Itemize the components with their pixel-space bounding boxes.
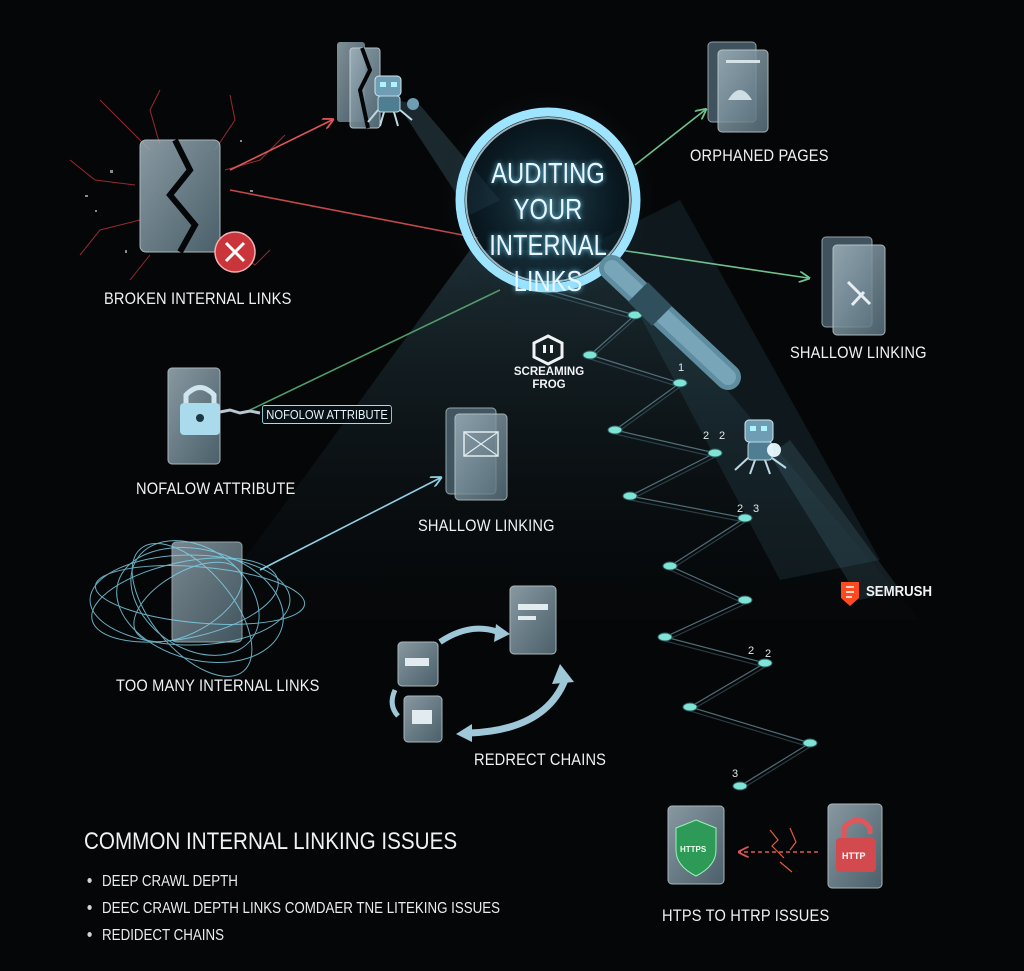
orphaned-page-icon <box>707 41 769 133</box>
bullet-icon <box>87 905 92 910</box>
path-number: 3 <box>753 503 760 515</box>
title-line-1: AUDITING <box>491 158 605 190</box>
tangled-links-icon <box>89 540 306 677</box>
error-x-icon <box>214 231 256 273</box>
title-line-2: YOUR INTERNAL <box>489 194 607 262</box>
crawler-robot-right <box>734 419 900 600</box>
common-issues-heading: COMMON INTERNAL LINKING ISSUES <box>84 828 458 855</box>
issue-text: DEEP CRAWL DEPTH <box>102 873 238 890</box>
nofollow-badge: NOFOLOW ATTRIBUTE <box>262 405 393 424</box>
path-number: 2 <box>765 648 772 660</box>
issue-text: REDIDECT CHAINS <box>102 927 225 944</box>
shallow-page-right-icon <box>821 236 886 336</box>
label-redirect-chains: REDRECT CHAINS <box>474 750 607 769</box>
common-issues-panel: COMMON INTERNAL LINKING ISSUES DEEP CRAW… <box>84 828 568 949</box>
list-item: DEEP CRAWL DEPTH <box>84 868 500 895</box>
semrush-logo-icon <box>841 582 859 606</box>
common-issues-list: DEEP CRAWL DEPTH DEEC CRAWL DEPTH LINKS … <box>84 868 568 949</box>
screaming-frog-logo-icon <box>532 334 564 366</box>
link-to-magnifier-red <box>229 189 479 239</box>
label-orphaned-pages: ORPHANED PAGES <box>690 146 829 165</box>
nofollow-page-icon <box>167 367 261 465</box>
path-number: 1 <box>678 362 685 374</box>
link-to-magnifier-green <box>249 289 501 411</box>
http-lock-label: HTTP <box>842 851 866 861</box>
https-page-icon <box>667 805 725 885</box>
link-to-shallow-right <box>619 249 808 278</box>
label-shallow-linking-right: SHALLOW LINKING <box>790 343 927 362</box>
label-broken-internal-links: BROKEN INTERNAL LINKS <box>104 289 292 308</box>
issue-text: DEEC CRAWL DEPTH LINKS COMDAER TNE LITEK… <box>102 900 501 917</box>
screaming-frog-line-2: FROG <box>532 379 566 391</box>
path-number: 2 <box>719 430 726 442</box>
shallow-page-center-icon <box>445 407 508 501</box>
bullet-icon <box>87 878 92 883</box>
screaming-frog-line-1: SCREAMING <box>513 366 585 378</box>
link-to-robot <box>229 120 332 171</box>
light-beam-2 <box>600 200 880 580</box>
broken-page <box>139 138 221 254</box>
semrush-wordmark: SEMRUSH <box>866 583 933 600</box>
path-number: 3 <box>732 768 739 780</box>
list-item: DEEC CRAWL DEPTH LINKS COMDAER TNE LITEK… <box>84 895 500 922</box>
label-https-to-http-issues: HTPS TO HTRP ISSUES <box>662 906 830 925</box>
list-item: REDIDECT CHAINS <box>84 922 500 949</box>
https-http-sparks <box>769 827 797 873</box>
bullet-icon <box>87 932 92 937</box>
label-shallow-linking-center: SHALLOW LINKING <box>418 516 555 535</box>
link-to-shallow-center <box>259 478 440 571</box>
crawler-robot-top <box>337 42 419 129</box>
light-beam <box>200 250 920 620</box>
magnifier-title: AUDITING YOUR INTERNAL LINKS <box>482 156 613 300</box>
label-nofollow-attribute: NOFALOW ATTRIBUTE <box>136 479 296 498</box>
path-number: 2 <box>748 645 755 657</box>
path-number: 2 <box>703 430 710 442</box>
label-too-many-internal-links: TOO MANY INTERNAL LINKS <box>116 676 320 695</box>
debris <box>85 140 253 253</box>
magnifying-glass-icon <box>433 85 741 390</box>
redirect-chain-icon <box>389 585 574 743</box>
http-page-icon <box>827 803 883 889</box>
screaming-frog-wordmark: SCREAMING FROG <box>513 366 585 392</box>
path-number: 2 <box>737 503 744 515</box>
title-line-3: LINKS <box>513 266 583 298</box>
https-shield-label: HTTPS <box>680 845 707 854</box>
